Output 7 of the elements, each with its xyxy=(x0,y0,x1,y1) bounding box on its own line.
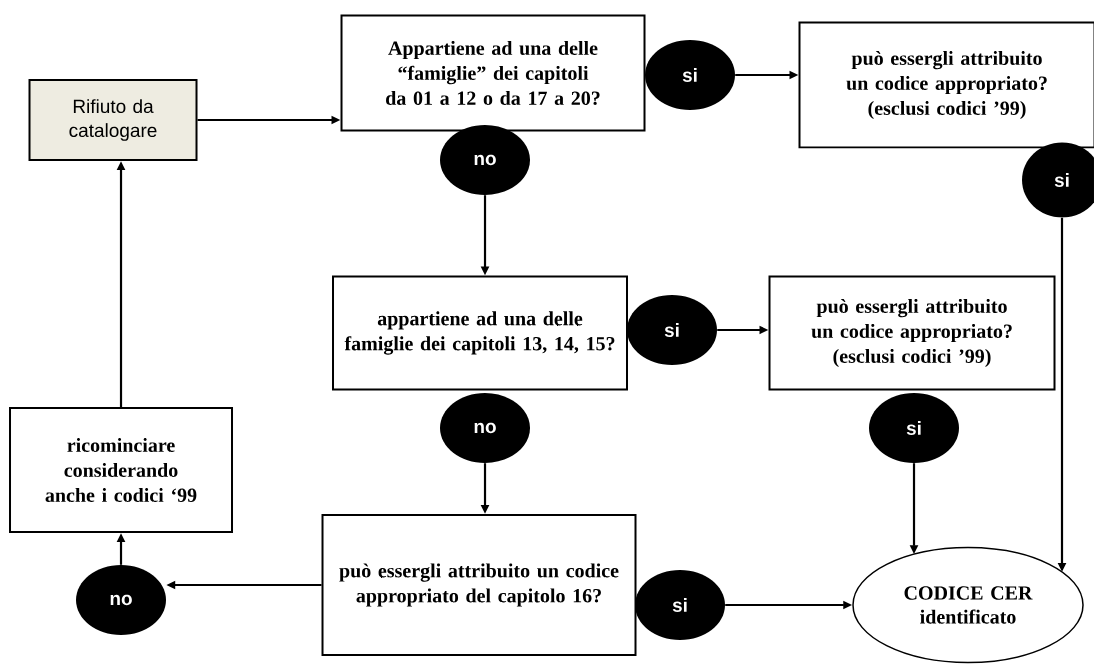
start-box: Rifiuto da catalogare xyxy=(28,79,198,161)
process-box: ricominciare considerando anche i codici ‘99 xyxy=(9,407,233,533)
process-box: può essergli attribuito un codice appropriato? (esclusi codici ’99) xyxy=(798,21,1094,149)
process-box: appartiene ad una delle famiglie dei capitoli 13, 14, 15? xyxy=(332,275,628,391)
process-box: Appartiene ad una delle “famiglie” dei capitoli da 01 a 12 o da 17 a 20? xyxy=(340,14,646,132)
process-box: può essergli attribuito un codice appropriato del capitolo 16? xyxy=(321,514,637,656)
process-box: può essergli attribuito un codice appropriato? (esclusi codici ’99) xyxy=(768,275,1056,391)
